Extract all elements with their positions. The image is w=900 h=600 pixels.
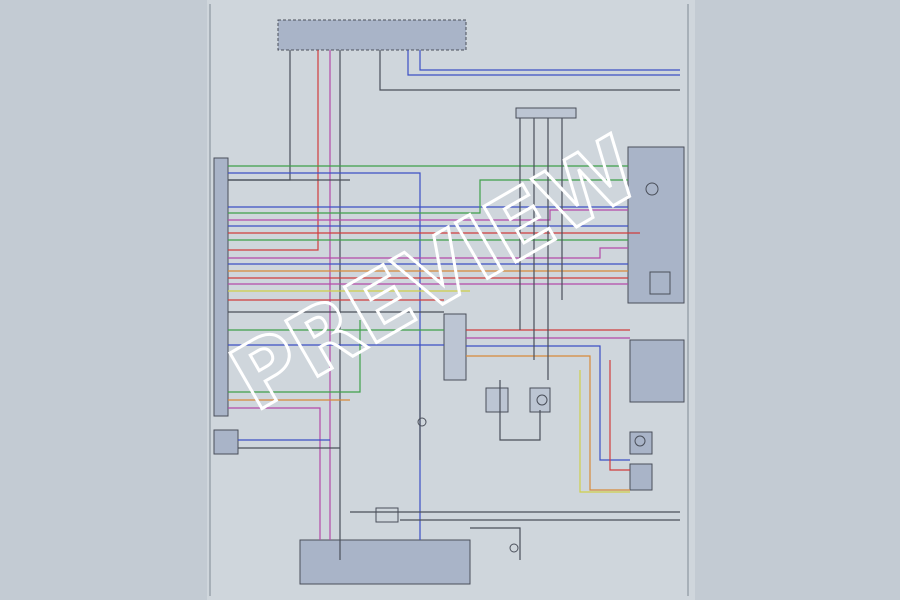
wire-magenta xyxy=(228,247,628,259)
right-lower-switch-assembly xyxy=(629,339,685,403)
right-small-switch-1 xyxy=(629,431,653,455)
wire-red xyxy=(609,360,630,471)
wire-blue xyxy=(407,50,680,76)
ground-symbol-2 xyxy=(509,543,519,553)
top-fuse-block xyxy=(277,19,467,51)
wire-red xyxy=(228,50,319,251)
right-small-switch-2 xyxy=(629,463,653,491)
wire-magenta xyxy=(228,209,628,221)
bottom-left-switch xyxy=(213,429,239,455)
wire-group xyxy=(228,50,680,560)
sheet-border xyxy=(209,4,689,596)
left-control-unit-connector xyxy=(213,157,229,417)
top-right-connector xyxy=(515,107,577,119)
wire-magenta xyxy=(228,407,321,540)
motor-symbol-3 xyxy=(634,435,646,447)
motor-symbol-2 xyxy=(536,394,548,406)
center-door-switch-1 xyxy=(485,387,509,413)
motor-symbol-1 xyxy=(645,182,659,196)
right-motor-switch-assembly xyxy=(627,146,685,304)
wire-yellow xyxy=(579,370,630,493)
center-junction-connector xyxy=(443,313,467,381)
wire-line xyxy=(379,50,680,91)
ground-symbol-1 xyxy=(417,417,427,427)
switch-module xyxy=(649,271,671,295)
wire-line xyxy=(470,527,521,560)
wire-green xyxy=(228,320,361,393)
wire-line xyxy=(228,50,291,181)
wire-blue xyxy=(228,172,421,540)
wire-line xyxy=(499,380,541,441)
relay-coil xyxy=(375,507,399,523)
wire-orange xyxy=(466,355,630,491)
bottom-relay-box xyxy=(299,539,471,585)
wire-blue xyxy=(466,345,630,461)
wire-blue xyxy=(419,50,680,71)
wire-green xyxy=(228,179,628,214)
symbols xyxy=(375,182,671,553)
